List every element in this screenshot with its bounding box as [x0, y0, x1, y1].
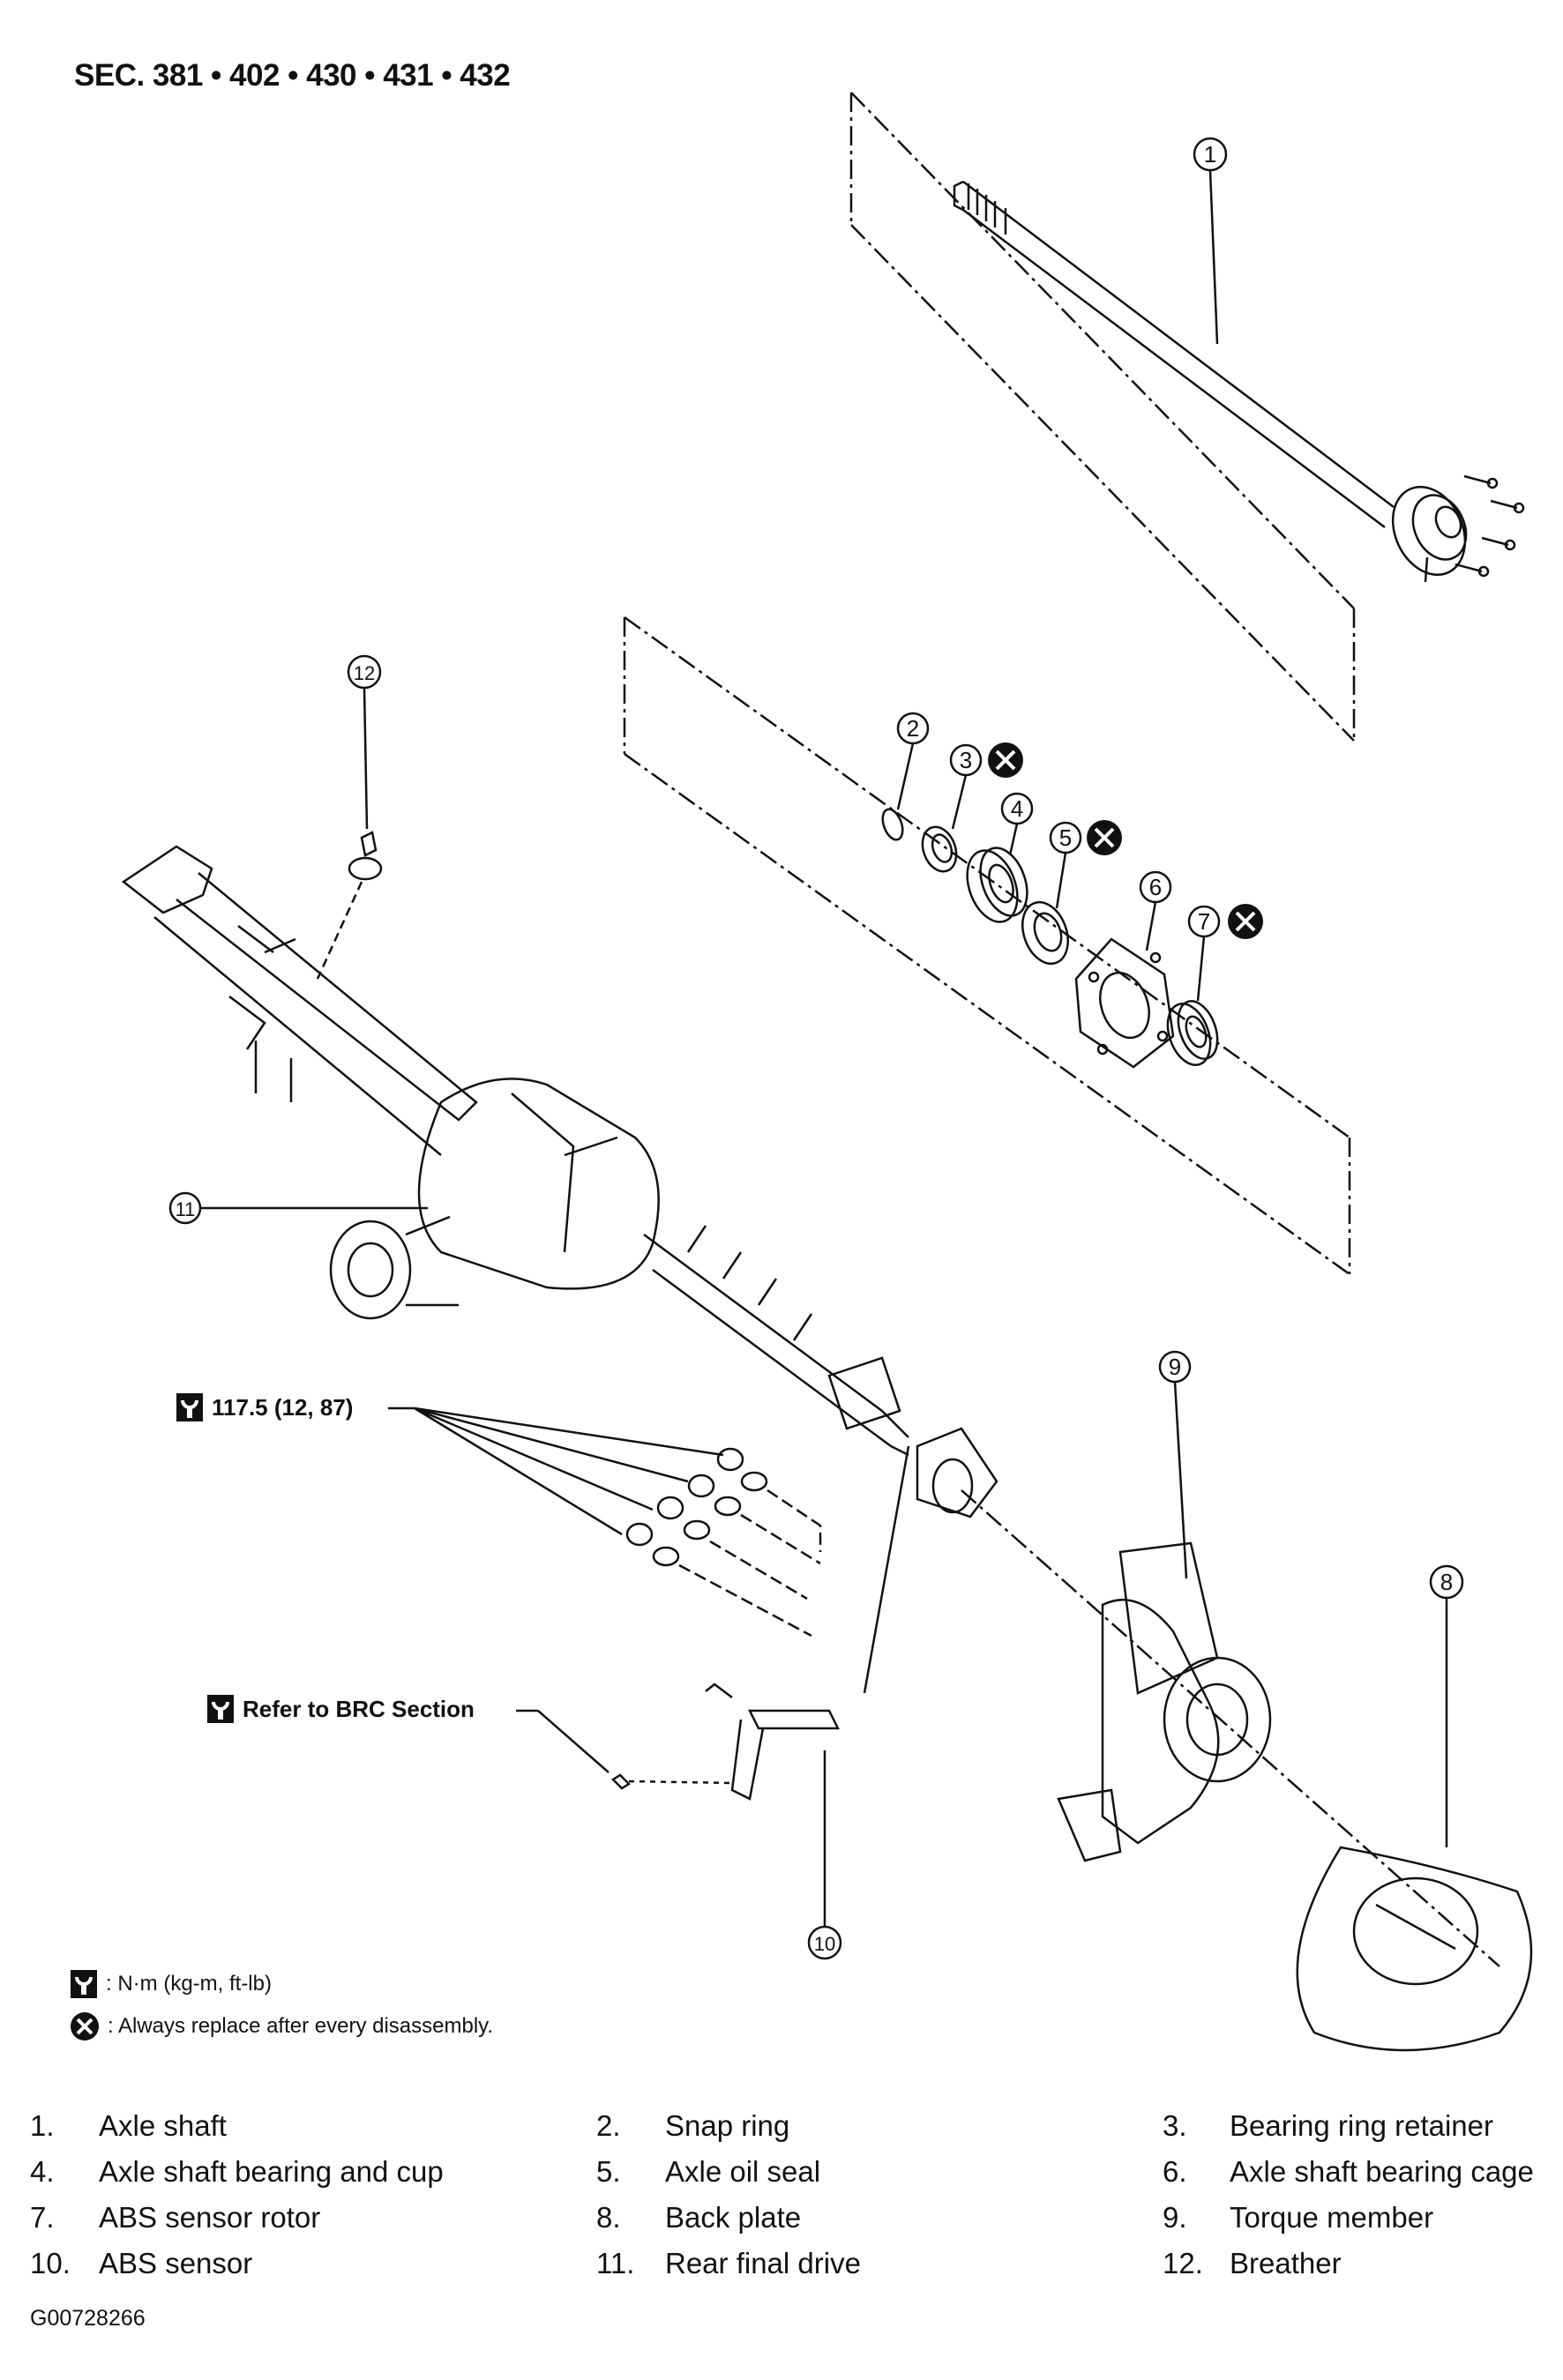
part-name: Axle shaft bearing and cup	[99, 2155, 444, 2188]
part-number: 2.	[596, 2109, 621, 2142]
legend-replace: : Always replace after every disassembly…	[69, 2011, 493, 2042]
part-name: ABS sensor	[99, 2247, 253, 2279]
part-number: 1.	[30, 2109, 55, 2142]
axle-shaft-bearing	[966, 847, 1028, 923]
parts-row: 1. Axle shaft 2. Snap ring 3. Bearing ri…	[0, 2109, 1563, 2152]
part-number: 11.	[596, 2247, 635, 2279]
legend-torque: : N·m (kg-m, ft-lb)	[69, 1968, 272, 2000]
part-number: 12.	[1163, 2247, 1203, 2279]
part-number: 10.	[30, 2247, 71, 2279]
section-header: SEC. 381 • 402 • 430 • 431 • 432	[74, 58, 511, 93]
torque-label-nuts: 117.5 (12, 87)	[175, 1391, 353, 1423]
torque-reference: Refer to BRC Section	[243, 1695, 475, 1722]
torque-label-abs: Refer to BRC Section	[206, 1693, 475, 1725]
torque-value: 117.5 (12, 87)	[212, 1393, 354, 1421]
callout-4: 4	[1011, 795, 1023, 822]
callout-10: 10	[814, 1933, 835, 1955]
callout-8: 8	[1440, 1569, 1453, 1595]
legend-torque-text: : N·m (kg-m, ft-lb)	[106, 1972, 272, 1996]
callout-1: 1	[1204, 141, 1216, 168]
callout-3: 3	[960, 747, 972, 773]
replace-marker-7	[1228, 904, 1263, 939]
part-name: Snap ring	[665, 2109, 790, 2142]
part-number: 9.	[1163, 2201, 1187, 2234]
callout-11: 11	[176, 1198, 196, 1220]
callout-12: 12	[354, 662, 375, 684]
parts-row: 10. ABS sensor 11. Rear final drive 12. …	[0, 2247, 1563, 2289]
parts-row: 7. ABS sensor rotor 8. Back plate 9. Tor…	[0, 2201, 1563, 2243]
legend-replace-text: : Always replace after every disassembly…	[108, 2014, 494, 2038]
replace-x-icon	[71, 2012, 99, 2041]
frame-bearing-parts	[623, 616, 1351, 1276]
axle-housing	[121, 845, 998, 1518]
part-name: Rear final drive	[665, 2247, 861, 2279]
part-number: 8.	[596, 2201, 621, 2234]
part-name: Axle oil seal	[665, 2155, 821, 2188]
part-name: Breather	[1230, 2247, 1342, 2279]
callout-5: 5	[1059, 824, 1072, 851]
part-number: 4.	[30, 2155, 55, 2188]
abs-sensor	[611, 1682, 841, 1801]
part-number: 7.	[30, 2201, 55, 2234]
frame-axle-shaft	[849, 92, 1356, 742]
part-number: 6.	[1163, 2155, 1187, 2188]
replace-marker-5	[1087, 820, 1122, 855]
part-name: Axle shaft bearing cage	[1230, 2155, 1534, 2188]
parts-row: 4. Axle shaft bearing and cup 5. Axle oi…	[0, 2155, 1563, 2197]
torque-member	[1057, 1541, 1272, 1862]
callout-6: 6	[1149, 874, 1162, 900]
part-number: 3.	[1163, 2109, 1187, 2142]
axle-shaft	[953, 180, 1525, 583]
part-name: Bearing ring retainer	[1230, 2109, 1493, 2142]
callout-9: 9	[1169, 1354, 1181, 1380]
figure-code: G00728266	[30, 2306, 146, 2331]
torque-wrench-icon	[71, 1970, 97, 1998]
part-name: Axle shaft	[99, 2109, 227, 2142]
callout-7: 7	[1198, 908, 1210, 935]
bearing-ring-retainer	[921, 825, 958, 873]
abs-sensor-rotor	[1166, 1000, 1219, 1066]
replace-marker-3	[988, 742, 1023, 778]
part-name: Back plate	[665, 2201, 802, 2234]
nuts-and-washers	[625, 1447, 768, 1567]
part-name: ABS sensor rotor	[99, 2201, 321, 2234]
bearing-cage	[1074, 937, 1175, 1069]
torque-wrench-icon	[207, 1695, 234, 1723]
callout-2: 2	[907, 715, 919, 742]
axle-oil-seal	[1021, 900, 1069, 966]
part-name: Torque member	[1230, 2201, 1434, 2234]
snap-ring	[881, 808, 904, 841]
back-plate	[1296, 1846, 1533, 2052]
torque-wrench-icon	[176, 1393, 203, 1421]
breather	[316, 831, 383, 980]
part-number: 5.	[596, 2155, 621, 2188]
